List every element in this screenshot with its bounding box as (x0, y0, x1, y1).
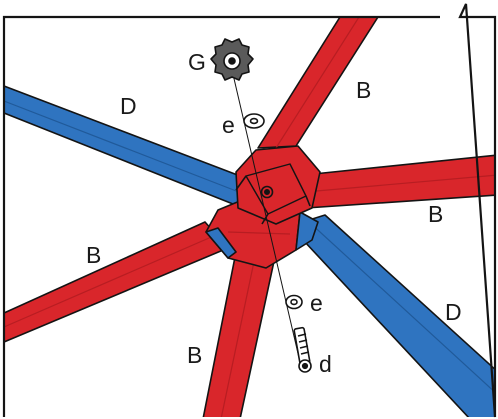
label-d: d (319, 351, 332, 377)
label-b-upper-right: B (356, 77, 371, 103)
washer-e-top (243, 113, 265, 129)
tube-b-right (303, 154, 495, 209)
label-d-left: D (120, 93, 137, 119)
tube-b-left (4, 221, 229, 343)
label-b-bottom: B (187, 342, 202, 368)
label-e-bottom: e (310, 290, 323, 316)
tube-d-lower-right (289, 214, 495, 417)
diagram-frame (2, 3, 497, 418)
knob-g (210, 38, 254, 81)
label-g: G (188, 49, 206, 75)
hub-upper (235, 145, 321, 225)
label-b-left: B (86, 242, 101, 268)
assembly-axis-line (231, 69, 301, 363)
label-b-right: B (428, 201, 443, 227)
washer-e-bottom (285, 294, 303, 310)
tube-b-bottom (202, 251, 277, 417)
label-e-top: e (222, 112, 235, 138)
bolt-d (293, 326, 312, 373)
hub-lower (205, 195, 319, 269)
label-d-lower-right: D (445, 299, 462, 325)
